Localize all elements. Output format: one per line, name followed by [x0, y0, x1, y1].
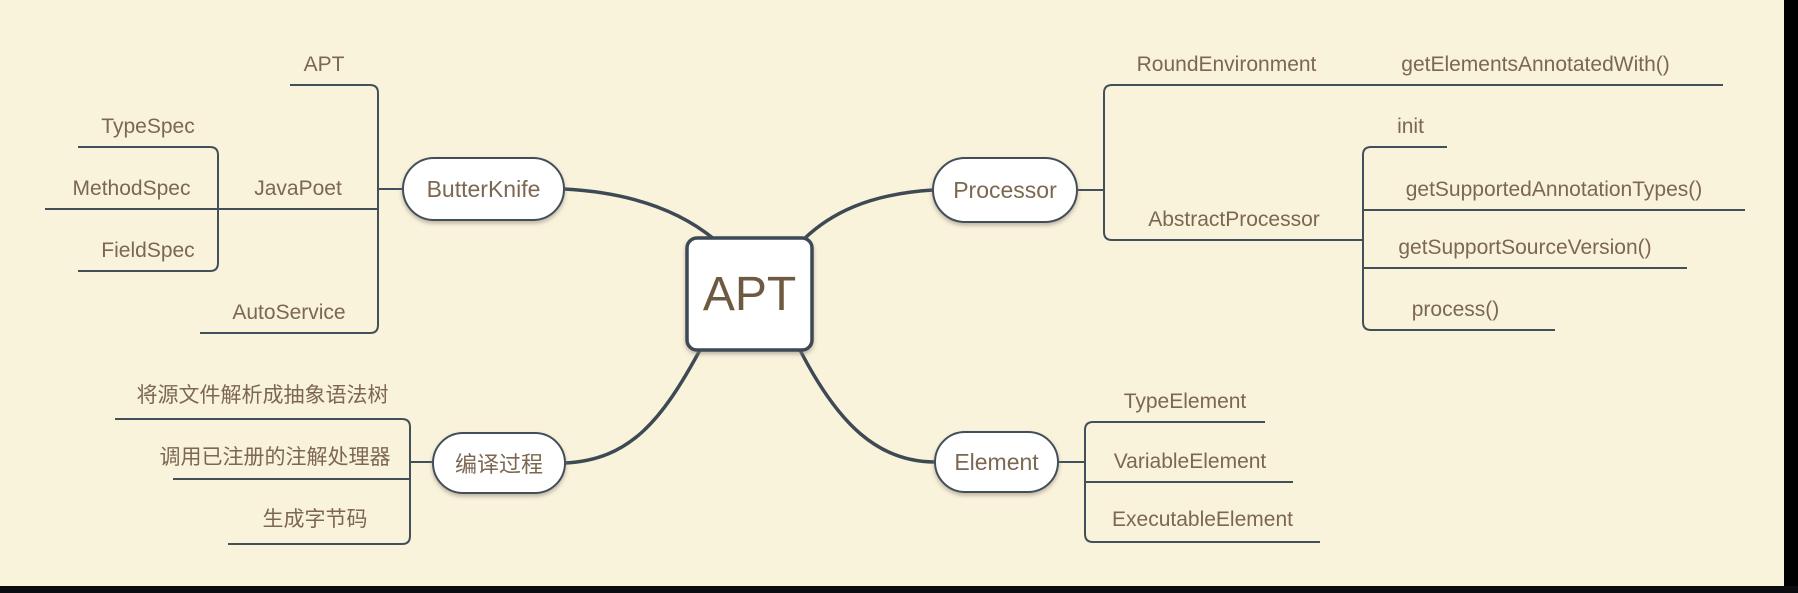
branch-curve-processor — [802, 188, 934, 241]
branch-curve-element — [798, 349, 936, 464]
node-getsupportedannotationtypes[interactable]: getSupportedAnnotationTypes() — [1405, 178, 1703, 201]
node-variableelement[interactable]: VariableElement — [1113, 450, 1267, 473]
node-generate-bytecode[interactable]: 生成字节码 — [262, 508, 368, 531]
node-typeelement[interactable]: TypeElement — [1123, 390, 1247, 413]
node-getsupportsourceversion[interactable]: getSupportSourceVersion() — [1398, 236, 1652, 259]
screen-edge-right — [1784, 0, 1798, 593]
node-abstractprocessor[interactable]: AbstractProcessor — [1148, 208, 1320, 231]
node-parse-source-to-ast[interactable]: 将源文件解析成抽象语法树 — [136, 384, 389, 407]
node-getelementsannotatedwith[interactable]: getElementsAnnotatedWith() — [1401, 53, 1670, 76]
node-apt-child[interactable]: APT — [303, 53, 345, 76]
node-root[interactable]: APT — [702, 267, 797, 321]
node-element[interactable]: Element — [954, 448, 1039, 475]
node-methodspec[interactable]: MethodSpec — [72, 177, 191, 200]
connector-butterknife-children — [200, 84, 379, 334]
node-executableelement[interactable]: ExecutableElement — [1112, 508, 1293, 531]
node-compile-process[interactable]: 编译过程 — [454, 452, 543, 477]
node-butterknife[interactable]: ButterKnife — [426, 175, 541, 202]
node-fieldspec[interactable]: FieldSpec — [101, 239, 195, 262]
node-init[interactable]: init — [1397, 115, 1424, 138]
screen-edge-bottom — [0, 586, 1798, 593]
node-autoservice[interactable]: AutoService — [232, 301, 346, 324]
node-processor[interactable]: Processor — [953, 176, 1057, 203]
node-process[interactable]: process() — [1411, 298, 1500, 321]
node-typespec[interactable]: TypeSpec — [101, 115, 195, 138]
node-invoke-registered-processors[interactable]: 调用已注册的注解处理器 — [159, 446, 391, 469]
node-javapoet[interactable]: JavaPoet — [254, 177, 342, 200]
branch-curve-butterknife — [563, 187, 716, 241]
node-roundenvironment[interactable]: RoundEnvironment — [1136, 53, 1317, 76]
branch-curve-compile — [564, 349, 702, 465]
